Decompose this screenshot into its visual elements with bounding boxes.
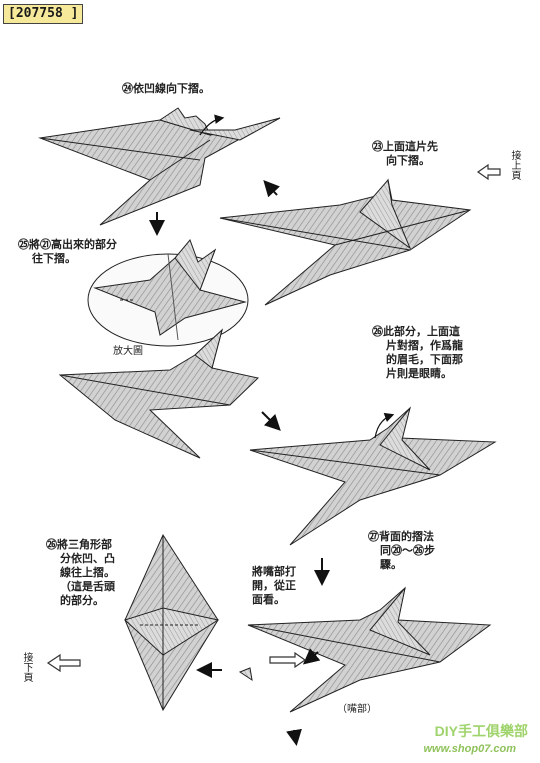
figure-step-26b-diamond <box>124 533 220 712</box>
mouth-line-1: 將嘴部打 <box>252 565 296 578</box>
step-25-line-2: 往下摺。 <box>32 252 76 265</box>
step-25-line-1: ㉕將㉑高出來的部分 <box>18 238 117 251</box>
step-26-line-4: 片則是眼睛。 <box>386 367 452 380</box>
step-26-tongue-note: ㉖將三角形部 分依凹、凸 線往上摺。 （這是舌頭 的部分。 <box>46 538 115 608</box>
step-26-line-2: 片對摺，作爲龍 <box>386 339 463 352</box>
watermark-brand: DIY手工俱樂部 <box>434 723 528 739</box>
tongue-line-5: 的部分。 <box>60 594 104 607</box>
tongue-line-4: （這是舌頭 <box>60 580 115 593</box>
continued-from-previous: 接上頁 <box>509 150 520 180</box>
hollow-arrows <box>46 163 501 673</box>
figure-step-23 <box>219 178 472 306</box>
step-27-line-3: 驟。 <box>380 558 402 571</box>
figure-step-26 <box>249 406 497 546</box>
step-23-note: ㉓上面這片先 向下摺。 <box>372 140 438 168</box>
watermark-url: www.shop07.com <box>423 743 516 755</box>
step-26-line-3: 的眉毛，下面那 <box>386 353 463 366</box>
image-id-tag: [207758 ] <box>3 4 84 24</box>
step-27-note: ㉗背面的摺法 同⑳～㉖步 驟。 <box>368 530 435 572</box>
step-25-note: ㉕將㉑高出來的部分 往下摺。 <box>18 238 117 266</box>
continued-next-page: 接下頁 <box>21 652 32 682</box>
step-23-line-1: ㉓上面這片先 <box>372 140 438 153</box>
tongue-line-3: 線往上摺。 <box>60 566 115 579</box>
mouth-line-2: 開，從正 <box>252 579 296 592</box>
step-26-line-1: ㉖此部分，上面這 <box>372 325 460 338</box>
step-23-line-2: 向下摺。 <box>386 154 430 167</box>
step-27-line-1: ㉗背面的摺法 <box>368 530 434 543</box>
figure-step-24 <box>38 107 281 226</box>
figure-step-25-magnified <box>87 239 249 347</box>
curved-arrow-fold24 <box>199 114 225 136</box>
mouth-open-note: 將嘴部打 開，從正 面看。 <box>252 565 296 607</box>
mouth-label: （嘴部） <box>337 704 377 715</box>
mouth-line-3: 面看。 <box>252 593 285 606</box>
step-24-note: ㉔依凹線向下摺。 <box>122 82 210 95</box>
step-26-brow-note: ㉖此部分，上面這 片對摺，作爲龍 的眉毛，下面那 片則是眼睛。 <box>372 325 463 381</box>
figure-step-25 <box>58 328 260 459</box>
figure-step-27 <box>238 586 492 713</box>
magnify-label: 放大圖 <box>113 346 143 357</box>
curved-arrow-brow <box>374 412 395 439</box>
step-arrows <box>149 180 330 746</box>
tongue-line-2: 分依凹、凸 <box>60 552 115 565</box>
tongue-line-1: ㉖將三角形部 <box>46 538 112 551</box>
step-27-line-2: 同⑳～㉖步 <box>380 544 435 557</box>
